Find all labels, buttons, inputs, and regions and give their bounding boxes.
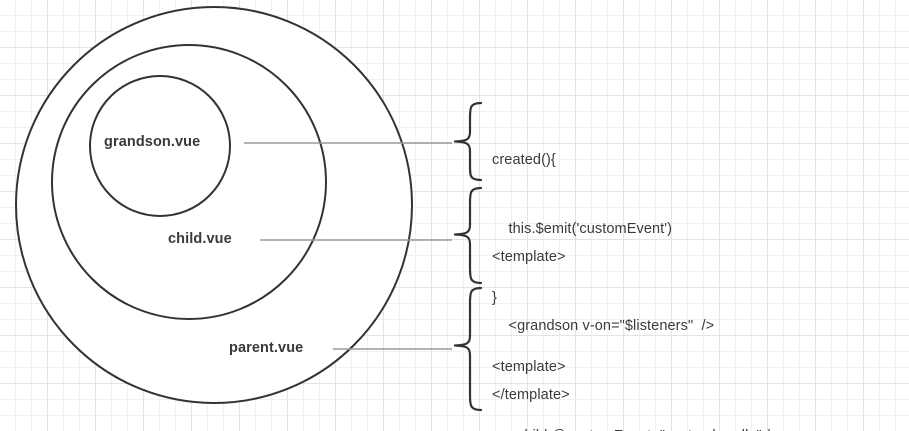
brace-parent-icon — [453, 286, 483, 412]
code-line: <grandson v-on="$listeners" /> — [492, 318, 715, 334]
parent-code-block: <template> <child @customEvent="customha… — [492, 310, 779, 431]
code-line: <template> — [492, 249, 566, 265]
code-line: this.$emit('customEvent') — [492, 221, 673, 237]
grandson-circle-label: grandson.vue — [104, 134, 201, 150]
code-line: <child @customEvent="customhandle" /> — [492, 425, 779, 431]
code-line: </template> — [492, 387, 570, 403]
child-circle-label: child.vue — [168, 231, 232, 247]
child-code-block: <template> <grandson v-on="$listeners" /… — [492, 200, 714, 431]
grandson-circle[interactable] — [89, 75, 231, 217]
parent-circle-label: parent.vue — [229, 340, 304, 356]
brace-child-icon — [453, 186, 483, 285]
brace-grandson-icon — [453, 101, 483, 182]
code-line: } — [492, 290, 497, 306]
grandson-code-block: created(){ this.$emit('customEvent') } — [492, 103, 672, 356]
code-line: <template> — [492, 359, 566, 375]
code-line: created(){ — [492, 152, 556, 168]
